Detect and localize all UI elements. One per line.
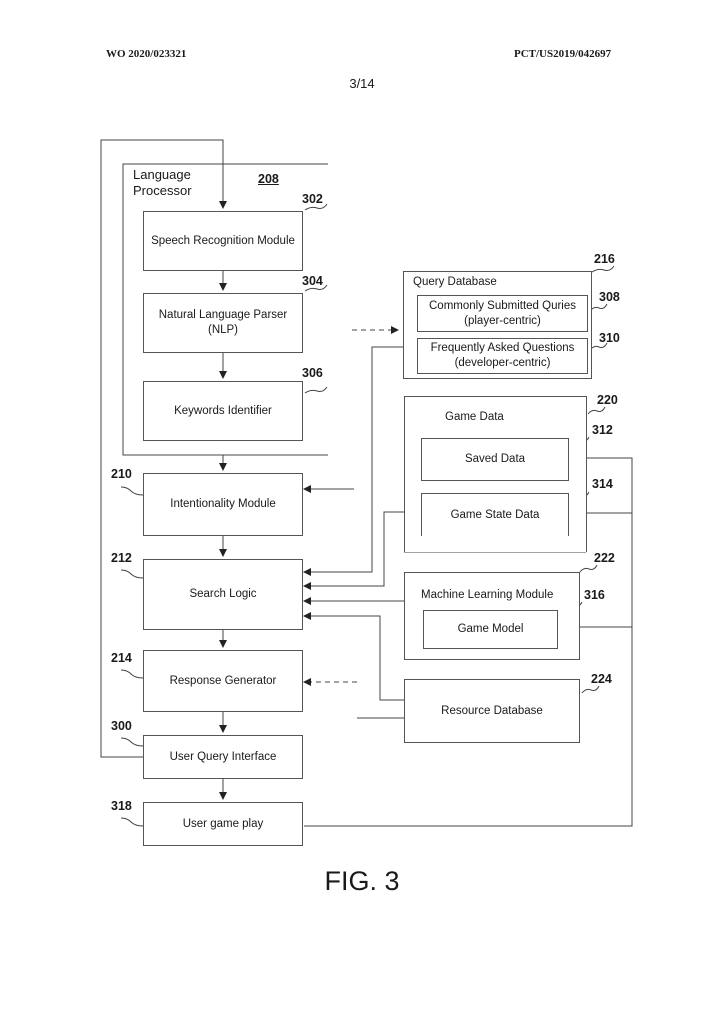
ref-306: 306 [302, 366, 323, 380]
ref-302: 302 [302, 192, 323, 206]
keywords-identifier: Keywords Identifier [143, 381, 303, 441]
user-query-interface: User Query Interface [143, 735, 303, 779]
saved-data: Saved Data [421, 438, 569, 481]
ref-224: 224 [591, 672, 612, 686]
leader-300 [121, 738, 143, 746]
leader-306 [305, 387, 327, 393]
ref-312: 312 [592, 423, 613, 437]
ref-210: 210 [111, 467, 132, 481]
natural-language-parser: Natural Language Parser(NLP) [143, 293, 303, 353]
leader-212 [121, 570, 143, 578]
speech-recognition-module: Speech Recognition Module [143, 211, 303, 271]
intentionality-module: Intentionality Module [143, 473, 303, 536]
ref-220: 220 [597, 393, 618, 407]
arrow-query-db-to-search [304, 347, 418, 572]
ref-308: 308 [599, 290, 620, 304]
leader-224 [582, 686, 599, 693]
arrow-resource-db-to-search [304, 616, 404, 700]
ref-316: 316 [584, 588, 605, 602]
commonly-submitted-queries: Commonly Submitted Quries(player-centric… [417, 295, 588, 332]
leader-222 [580, 565, 597, 572]
user-game-play: User game play [143, 802, 303, 846]
leader-220 [588, 407, 605, 414]
frequently-asked-questions: Frequently Asked Questions(developer-cen… [417, 338, 588, 374]
language-processor-label: Language Processor [133, 167, 192, 199]
leader-216 [592, 266, 614, 272]
arrow-game-data-to-search [304, 512, 404, 586]
leader-214 [121, 670, 143, 678]
response-generator: Response Generator [143, 650, 303, 712]
leader-210 [121, 487, 143, 495]
search-logic: Search Logic [143, 559, 303, 630]
ref-216: 216 [594, 252, 615, 266]
resource-database: Resource Database [404, 679, 580, 743]
figure-label: FIG. 3 [0, 866, 724, 897]
ref-304: 304 [302, 274, 323, 288]
ref-314: 314 [592, 477, 613, 491]
ref-214: 214 [111, 651, 132, 665]
ref-222: 222 [594, 551, 615, 565]
game-model: Game Model [423, 610, 558, 649]
ref-310: 310 [599, 331, 620, 345]
ref-208: 208 [258, 172, 279, 186]
leader-308 [590, 304, 607, 311]
ref-318: 318 [111, 799, 132, 813]
ref-212: 212 [111, 551, 132, 565]
leader-318 [121, 818, 143, 826]
ref-300: 300 [111, 719, 132, 733]
game-state-data: Game State Data [421, 493, 569, 536]
